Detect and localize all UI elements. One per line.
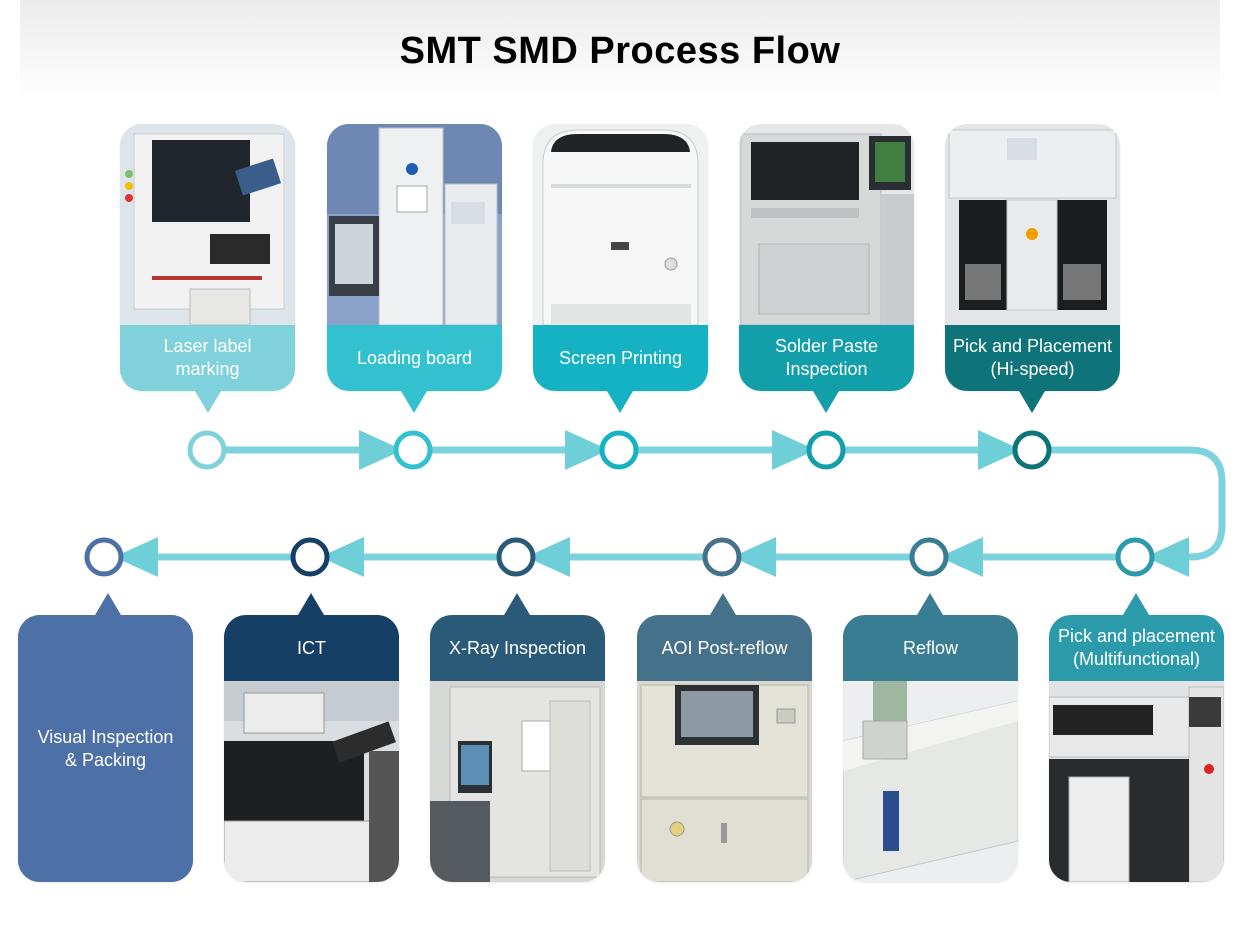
step-card-pick-place-hi-speed: Pick and Placement(Hi-speed)	[945, 124, 1120, 391]
aoi-machine-photo	[637, 681, 812, 882]
step-pointer	[195, 391, 221, 413]
step-label: Visual Inspection& Packing	[18, 615, 193, 882]
xray-machine-photo	[430, 681, 605, 882]
step-pointer	[607, 391, 633, 413]
step-pointer	[1019, 391, 1045, 413]
step-label: AOI Post-reflow	[637, 615, 812, 681]
step-pointer	[95, 593, 121, 615]
step-card-xray-inspection: X-Ray Inspection	[430, 615, 605, 882]
step-card-reflow: Reflow	[843, 615, 1018, 882]
pick-place-multi-machine-photo	[1049, 681, 1224, 882]
flow-node	[909, 537, 949, 577]
flow-node	[1012, 430, 1052, 470]
step-pointer	[710, 593, 736, 615]
step-pointer	[813, 391, 839, 413]
step-pointer	[504, 593, 530, 615]
step-label: Pick and Placement(Hi-speed)	[945, 325, 1120, 391]
screen-printer-machine-photo	[533, 124, 708, 325]
step-pointer	[1123, 593, 1149, 615]
step-card-ict: ICT	[224, 615, 399, 882]
title-band	[20, 0, 1220, 100]
flow-arrow	[1145, 537, 1189, 577]
spi-machine-photo	[739, 124, 914, 325]
step-pointer	[917, 593, 943, 615]
flow-arrow	[772, 430, 816, 470]
ict-tester-photo	[224, 681, 399, 882]
step-card-pick-place-multifunctional: Pick and placement(Multifunctional)	[1049, 615, 1224, 882]
flow-node	[496, 537, 536, 577]
laser-marking-machine-photo	[120, 124, 295, 325]
flow-node	[599, 430, 639, 470]
flow-arrow	[320, 537, 364, 577]
flow-node	[84, 537, 124, 577]
flow-arrow	[732, 537, 776, 577]
step-card-screen-printing: Screen Printing	[533, 124, 708, 391]
flow-arrow	[939, 537, 983, 577]
flow-arrow	[565, 430, 609, 470]
flow-arrow	[359, 430, 403, 470]
pick-place-machine-photo	[945, 124, 1120, 325]
flow-node	[702, 537, 742, 577]
flow-node	[187, 430, 227, 470]
page-title: SMT SMD Process Flow	[399, 30, 841, 72]
step-label: ICT	[224, 615, 399, 681]
step-label: Reflow	[843, 615, 1018, 681]
step-card-loading-board: Loading board	[327, 124, 502, 391]
step-pointer	[401, 391, 427, 413]
step-label: X-Ray Inspection	[430, 615, 605, 681]
step-card-aoi-post-reflow: AOI Post-reflow	[637, 615, 812, 882]
board-loader-machine-photo	[327, 124, 502, 325]
reflow-oven-photo	[843, 681, 1018, 882]
flow-node	[393, 430, 433, 470]
step-card-visual-inspection-packing: Visual Inspection& Packing	[18, 615, 193, 882]
step-label: Screen Printing	[533, 325, 708, 391]
flow-arrow	[978, 430, 1022, 470]
step-label: Loading board	[327, 325, 502, 391]
flow-node	[1115, 537, 1155, 577]
flow-arrow	[526, 537, 570, 577]
flow-line	[104, 446, 1226, 561]
flow-node	[806, 430, 846, 470]
step-label: Pick and placement(Multifunctional)	[1049, 615, 1224, 681]
flow-node	[290, 537, 330, 577]
step-pointer	[298, 593, 324, 615]
flow-arrow	[114, 537, 158, 577]
